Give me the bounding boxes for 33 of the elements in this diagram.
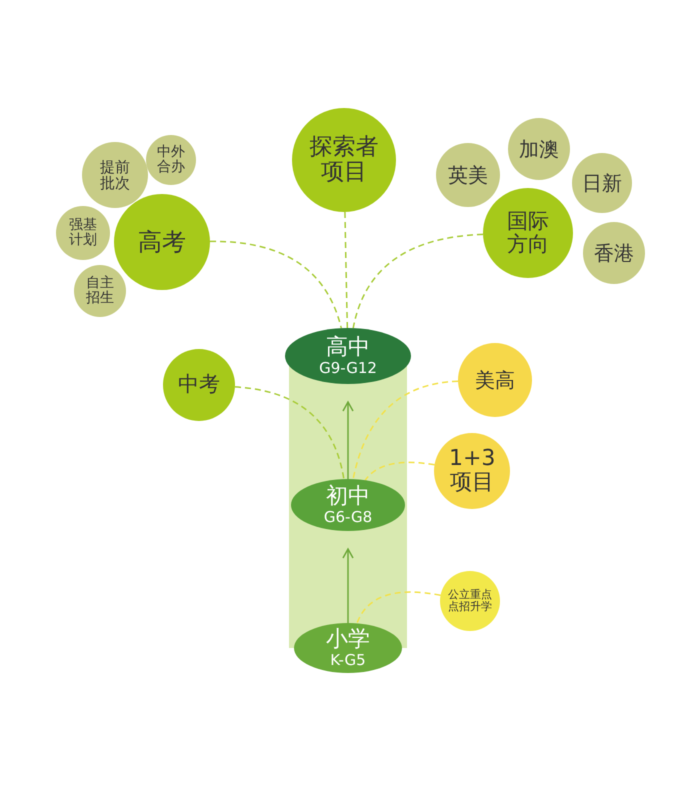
topic-label: 国际方向 <box>506 210 550 256</box>
option-circle <box>56 206 110 260</box>
dashed-connector <box>352 380 458 480</box>
topic-label: 香港 <box>594 242 634 264</box>
topic-label: 提前批次 <box>99 158 131 192</box>
arrow <box>342 548 354 623</box>
grade-range: K-G5 <box>330 652 366 668</box>
grade-range: G9-G12 <box>319 360 377 376</box>
dashed-connector <box>364 462 435 481</box>
level-label: 初中 <box>326 484 370 509</box>
topic-label: 加澳 <box>519 138 559 160</box>
topic-label: 中考 <box>178 373 220 397</box>
dashed-connector <box>352 234 484 328</box>
topic-label: 强基计划 <box>68 218 98 248</box>
topic-label: 高考 <box>138 228 186 256</box>
topic-label: 中外合办 <box>156 144 186 176</box>
arrow <box>342 401 354 479</box>
dashed-connector <box>344 212 348 328</box>
grade-range: G6-G8 <box>324 508 372 526</box>
topic-label: 公立重点点招升学 <box>447 588 493 614</box>
topic-label: 日新 <box>582 172 622 194</box>
topic-label: 自主招生 <box>85 276 115 306</box>
dashed-connector <box>356 591 441 624</box>
topic-label: 探索者项目 <box>308 134 380 186</box>
level-label: 高中 <box>326 336 370 360</box>
option-circle <box>74 265 126 317</box>
topic-label: 1+3项目 <box>449 446 495 496</box>
dashed-connector <box>210 240 342 328</box>
topic-label: 美高 <box>475 369 515 391</box>
dashed-connector <box>234 386 345 480</box>
topic-label: 英美 <box>448 164 488 186</box>
option-circle <box>146 135 196 185</box>
level-label: 小学 <box>326 628 370 652</box>
